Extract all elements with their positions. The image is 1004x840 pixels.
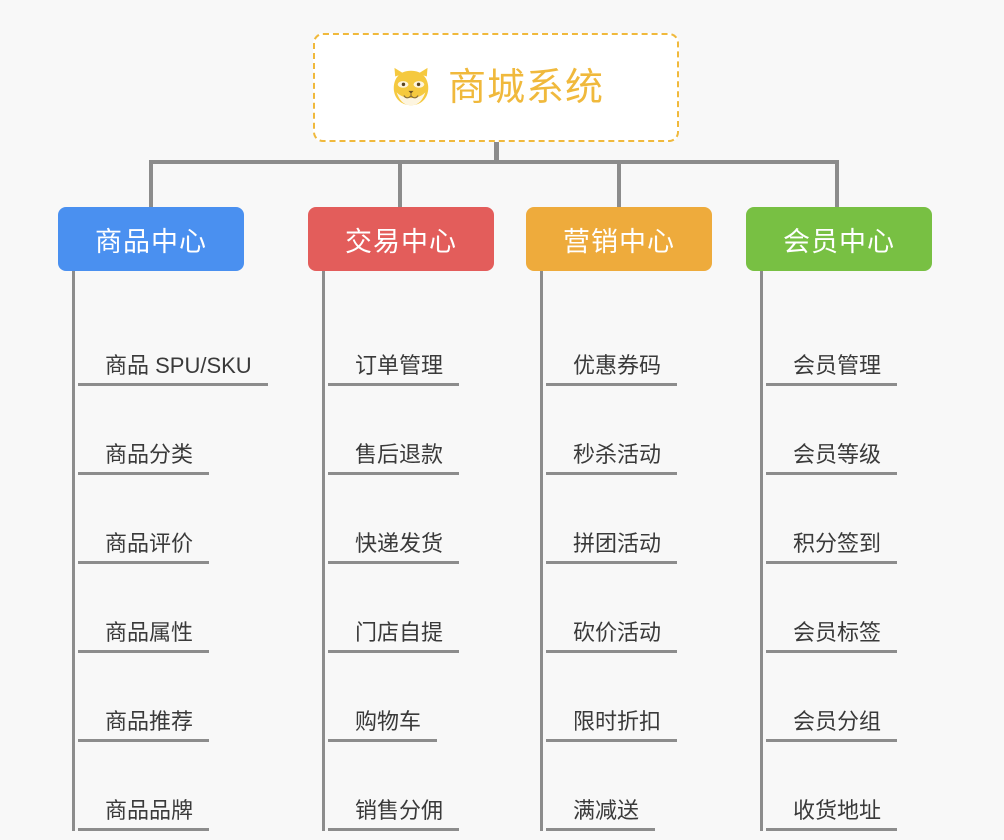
connector-drop-2 [398, 160, 402, 207]
list-item[interactable]: 售后退款 [325, 386, 494, 475]
list-item-label: 商品推荐 [105, 708, 194, 734]
branch-column-4: 会员中心 会员管理 会员等级 积分签到 会员标签 会员分组 收货地址 [746, 207, 932, 831]
list-item-label: 销售分佣 [355, 797, 444, 823]
connector-drop-3 [617, 160, 621, 207]
branch-header-1[interactable]: 商品中心 [58, 207, 244, 271]
connector-horizontal-bar [149, 160, 837, 164]
list-item[interactable]: 销售分佣 [325, 742, 494, 831]
list-item[interactable]: 会员等级 [763, 386, 932, 475]
list-item-label: 商品分类 [105, 441, 194, 467]
branch-header-label-1: 商品中心 [95, 226, 207, 257]
list-item[interactable]: 商品分类 [75, 386, 244, 475]
list-item[interactable]: 快递发货 [325, 475, 494, 564]
list-item-label: 砍价活动 [573, 619, 662, 645]
list-item-label: 门店自提 [355, 619, 444, 645]
list-item[interactable]: 商品属性 [75, 564, 244, 653]
root-node-mall-system[interactable]: 商城系统 [313, 33, 679, 142]
list-item-label: 限时折扣 [573, 708, 662, 734]
branch-header-4[interactable]: 会员中心 [746, 207, 932, 271]
list-item[interactable]: 会员分组 [763, 653, 932, 742]
shiba-dog-face-icon [393, 67, 429, 105]
list-item-label: 会员管理 [793, 352, 882, 378]
branch-items-3: 优惠券码 秒杀活动 拼团活动 砍价活动 限时折扣 满减送 [540, 271, 712, 831]
list-item-label: 满减送 [573, 797, 640, 823]
list-item[interactable]: 门店自提 [325, 564, 494, 653]
list-item[interactable]: 商品推荐 [75, 653, 244, 742]
connector-drop-4 [835, 160, 839, 207]
list-item-label: 会员等级 [793, 441, 882, 467]
list-item-label: 优惠券码 [573, 352, 662, 378]
list-item[interactable]: 收货地址 [763, 742, 932, 831]
list-item-label: 购物车 [355, 708, 422, 734]
list-item-label: 积分签到 [793, 530, 882, 556]
branch-header-label-4: 会员中心 [783, 226, 895, 257]
list-item[interactable]: 商品评价 [75, 475, 244, 564]
branch-header-label-3: 营销中心 [563, 226, 675, 257]
list-item[interactable]: 商品品牌 [75, 742, 244, 831]
list-item[interactable]: 会员管理 [763, 297, 932, 386]
list-item[interactable]: 商品 SPU/SKU [75, 297, 268, 386]
list-item-label: 订单管理 [355, 352, 444, 378]
list-item[interactable]: 满减送 [543, 742, 712, 831]
branch-column-1: 商品中心 商品 SPU/SKU 商品分类 商品评价 商品属性 商品推荐 商品品牌 [58, 207, 268, 831]
list-item-label: 商品属性 [105, 619, 194, 645]
connector-drop-1 [149, 160, 153, 207]
list-item[interactable]: 秒杀活动 [543, 386, 712, 475]
list-item[interactable]: 拼团活动 [543, 475, 712, 564]
list-item[interactable]: 优惠券码 [543, 297, 712, 386]
branch-header-3[interactable]: 营销中心 [526, 207, 712, 271]
list-item-label: 售后退款 [355, 441, 444, 467]
branch-header-2[interactable]: 交易中心 [308, 207, 494, 271]
list-item[interactable]: 限时折扣 [543, 653, 712, 742]
list-item-label: 拼团活动 [573, 530, 662, 556]
list-item-label: 会员标签 [793, 619, 882, 645]
branch-column-2: 交易中心 订单管理 售后退款 快递发货 门店自提 购物车 销售分佣 [308, 207, 494, 831]
list-item-label: 商品 SPU/SKU [105, 352, 252, 378]
list-item-label: 收货地址 [793, 797, 882, 823]
connector-root-stem [494, 142, 499, 163]
list-item-label: 商品品牌 [105, 797, 194, 823]
list-item[interactable]: 购物车 [325, 653, 494, 742]
branch-column-3: 营销中心 优惠券码 秒杀活动 拼团活动 砍价活动 限时折扣 满减送 [526, 207, 712, 831]
list-item[interactable]: 会员标签 [763, 564, 932, 653]
list-item-label: 秒杀活动 [573, 441, 662, 467]
list-item-label: 会员分组 [793, 708, 882, 734]
branch-items-1: 商品 SPU/SKU 商品分类 商品评价 商品属性 商品推荐 商品品牌 [72, 271, 268, 831]
root-node-label: 商城系统 [447, 66, 604, 109]
list-item[interactable]: 积分签到 [763, 475, 932, 564]
branch-header-label-2: 交易中心 [345, 226, 457, 257]
branch-items-2: 订单管理 售后退款 快递发货 门店自提 购物车 销售分佣 [322, 271, 494, 831]
branch-items-4: 会员管理 会员等级 积分签到 会员标签 会员分组 收货地址 [760, 271, 932, 831]
list-item-label: 快递发货 [355, 530, 444, 556]
list-item[interactable]: 砍价活动 [543, 564, 712, 653]
list-item[interactable]: 订单管理 [325, 297, 494, 386]
list-item-label: 商品评价 [105, 530, 194, 556]
